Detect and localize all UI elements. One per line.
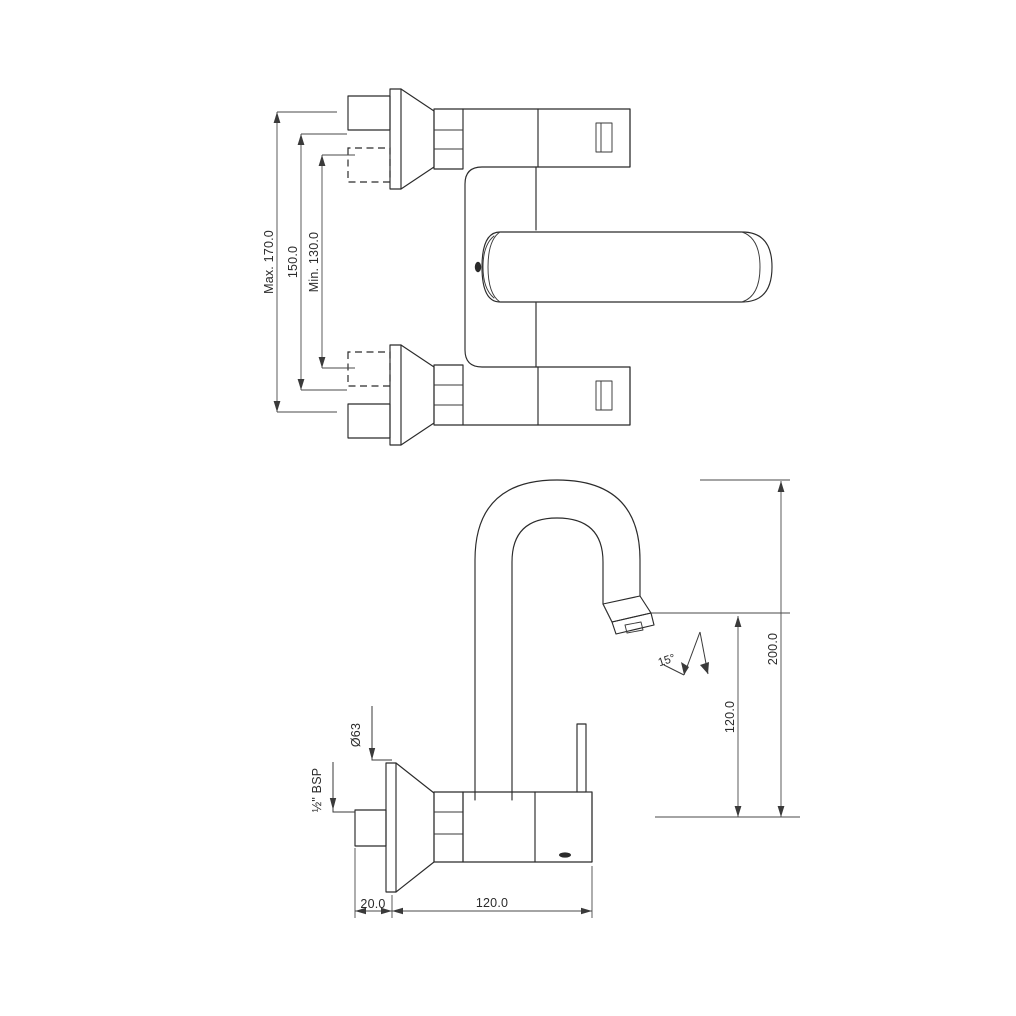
spout-pivot-pin: [474, 261, 482, 273]
upper-flange-plate: [389, 88, 402, 190]
dimension-flange-diameter: Ø63: [349, 706, 392, 761]
upper-flange-cone: [400, 88, 435, 190]
lower-inlet-pipe-hidden: [347, 351, 391, 387]
dimension-150: 150.0: [286, 134, 305, 390]
arrowhead-150-top: [297, 134, 305, 145]
arrowhead-200-bottom: [777, 806, 785, 817]
dim-label-20: 20.0: [360, 897, 385, 911]
arrowhead-max170-top: [273, 112, 281, 123]
dimension-outlet-angle: 15°: [657, 631, 709, 676]
spout-outline: [481, 231, 773, 303]
spout-swivel-arc-inner: [482, 235, 495, 299]
top-view: Max. 170.0 150.0 Min. 130.0: [262, 88, 773, 446]
dimension-120-horizontal: 120.0: [392, 896, 592, 915]
side-mixer-body: [462, 791, 593, 863]
spout-outlet-tip: [611, 612, 655, 635]
lower-flange-plate: [389, 344, 402, 446]
arrowhead-angle-left: [681, 662, 689, 675]
index-marker: [559, 852, 571, 858]
arrowhead-20-left: [355, 907, 366, 915]
gooseneck-spout: [474, 479, 655, 801]
arrowhead-dia63: [368, 748, 376, 760]
upper-inlet-assembly: [347, 88, 464, 190]
dim-label-bsp: ½" BSP: [310, 768, 324, 813]
upper-inlet-pipe-hidden: [347, 147, 391, 183]
dim-label-min-130: Min. 130.0: [307, 232, 321, 292]
side-inlet-thread: [354, 809, 387, 847]
arrowhead-min130-top: [318, 155, 326, 166]
lower-inlet-pipe-solid: [347, 403, 391, 439]
leader-line-bsp: [332, 762, 355, 813]
outlet-collar-seam: [602, 603, 613, 623]
upper-inlet-pipe-solid: [347, 95, 391, 131]
side-elevation-view: ½" BSP Ø63 20.0: [310, 479, 800, 918]
side-flange-cone: [395, 762, 435, 893]
upper-cap-slot-outer: [595, 122, 613, 153]
dim-label-120-vertical: 120.0: [723, 701, 737, 733]
dim-label-15-degrees: 15°: [657, 652, 677, 669]
arrowhead-150-bottom: [297, 379, 305, 390]
lower-inlet-assembly: [347, 344, 464, 446]
arrowhead-120h-left: [392, 907, 403, 915]
dimension-max-170: Max. 170.0: [262, 112, 281, 412]
side-wall-inlet: [354, 723, 593, 893]
arrowhead-120v-top: [734, 616, 742, 627]
lower-hex-nut: [433, 364, 464, 426]
spout-inner-profile: [511, 517, 604, 801]
aerator-slot: [624, 621, 644, 634]
dimension-20: 20.0: [355, 897, 392, 915]
dim-label-dia-63: Ø63: [349, 723, 363, 747]
arrowhead-120v-bottom: [734, 806, 742, 817]
lower-flange-cone: [400, 344, 435, 446]
dimension-bsp-thread: ½" BSP: [310, 762, 355, 813]
mixer-body-outline: [462, 108, 631, 426]
arrowhead-bsp: [329, 798, 337, 810]
top-view-dimensions: Max. 170.0 150.0 Min. 130.0: [262, 111, 355, 413]
spout-nose-ring: [741, 231, 761, 303]
arrowhead-120h-right: [581, 907, 592, 915]
dim-label-max-170: Max. 170.0: [262, 230, 276, 294]
dim-label-120-horizontal: 120.0: [476, 896, 508, 910]
swivel-spout-top: [474, 231, 773, 303]
angle-leader-tail: [663, 664, 685, 676]
upper-hex-nut: [433, 108, 464, 170]
arrowhead-20-right: [381, 907, 392, 915]
lever-handle: [576, 723, 587, 793]
arrowhead-angle-right: [700, 662, 709, 674]
dimension-120-vertical: 120.0: [723, 616, 742, 817]
arrowhead-200-top: [777, 481, 785, 492]
dim-label-150: 150.0: [286, 246, 300, 278]
lower-cap-slot-outer: [595, 380, 613, 411]
leader-line-dia63: [371, 706, 392, 761]
dimension-200: 200.0: [766, 481, 785, 817]
side-hex-nut: [433, 791, 464, 863]
spout-swivel-arc-outer: [487, 231, 501, 303]
arrowhead-max170-bottom: [273, 401, 281, 412]
side-view-dimensions: ½" BSP Ø63 20.0: [310, 479, 800, 918]
side-flange-plate: [385, 762, 397, 893]
spout-outer-profile: [474, 479, 641, 801]
dim-label-200: 200.0: [766, 633, 780, 665]
mixer-body-top: [462, 108, 631, 426]
dimension-min-130: Min. 130.0: [307, 155, 326, 368]
arrowhead-min130-bottom: [318, 357, 326, 368]
